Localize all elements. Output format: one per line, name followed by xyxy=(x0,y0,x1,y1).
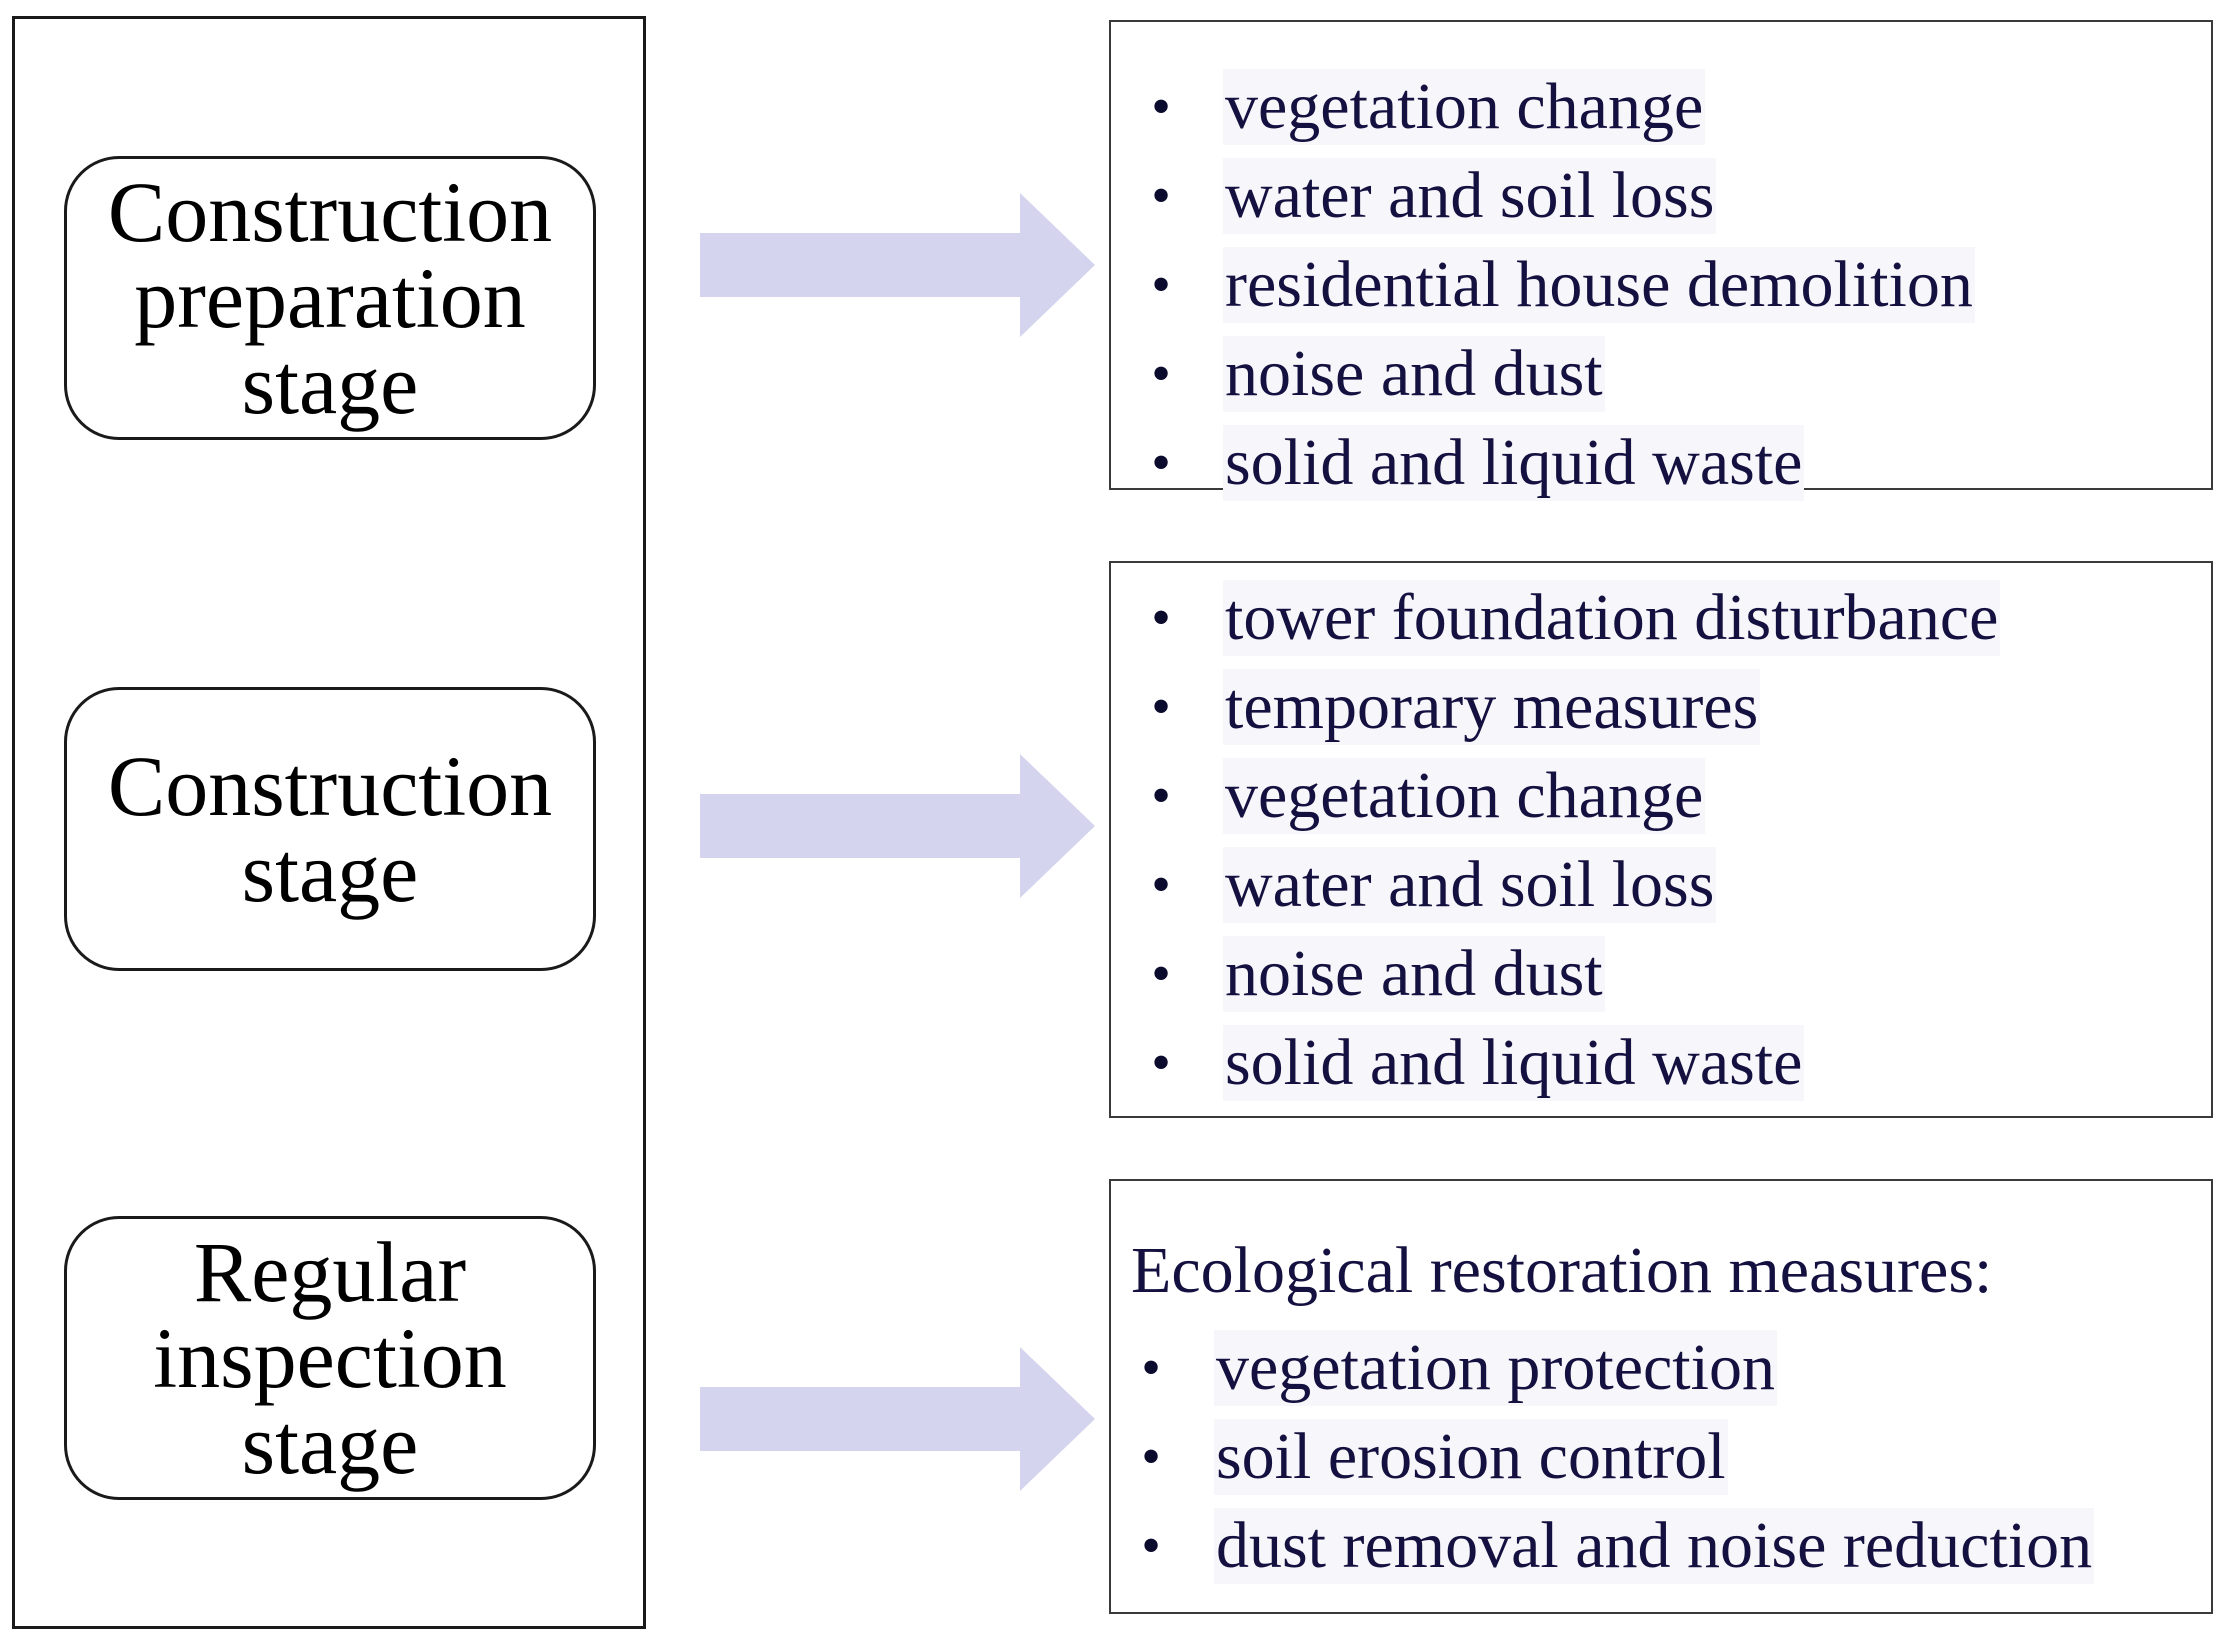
list-item: •vegetation protection xyxy=(1111,1323,2211,1412)
stage-box-construction-preparation: Construction preparation stage xyxy=(64,156,596,440)
impact-list: •vegetation protection •soil erosion con… xyxy=(1111,1181,2211,1590)
list-item: •water and soil loss xyxy=(1111,840,2211,929)
bullet-icon: • xyxy=(1151,75,1171,138)
bullet-icon: • xyxy=(1151,342,1171,405)
list-item: •tower foundation disturbance xyxy=(1111,573,2211,662)
bullet-icon: • xyxy=(1151,253,1171,316)
stages-panel xyxy=(12,16,646,1629)
list-item: •dust removal and noise reduction xyxy=(1111,1501,2211,1590)
bullet-icon: • xyxy=(1151,431,1171,494)
bullet-icon: • xyxy=(1151,164,1171,227)
list-item: •noise and dust xyxy=(1111,329,2211,418)
arrow-regular-inspection xyxy=(700,1347,1095,1491)
stage-box-construction: Construction stage xyxy=(64,687,596,971)
arrow-construction xyxy=(700,754,1095,898)
list-item: •water and soil loss xyxy=(1111,151,2211,240)
bullet-icon: • xyxy=(1151,675,1171,738)
list-item: •soil erosion control xyxy=(1111,1412,2211,1501)
bullet-icon: • xyxy=(1141,1425,1161,1488)
bullet-icon: • xyxy=(1141,1514,1161,1577)
impact-list: •tower foundation disturbance •temporary… xyxy=(1111,563,2211,1107)
arrow-construction-preparation xyxy=(700,193,1095,337)
right-arrow-icon xyxy=(700,193,1095,337)
right-arrow-icon xyxy=(700,754,1095,898)
stage-box-regular-inspection: Regular inspection stage xyxy=(64,1216,596,1500)
restoration-heading: Ecological restoration measures: xyxy=(1131,1234,1993,1307)
bullet-icon: • xyxy=(1151,586,1171,649)
list-item: •vegetation change xyxy=(1111,751,2211,840)
list-item: •residential house demolition xyxy=(1111,240,2211,329)
right-arrow-icon xyxy=(700,1347,1095,1491)
list-item: •solid and liquid waste xyxy=(1111,1018,2211,1107)
stage-label: Regular inspection stage xyxy=(153,1224,507,1492)
bullet-icon: • xyxy=(1151,764,1171,827)
bullet-icon: • xyxy=(1141,1336,1161,1399)
list-item: •noise and dust xyxy=(1111,929,2211,1018)
stage-label: Construction preparation stage xyxy=(107,164,553,432)
list-item: •vegetation change xyxy=(1111,62,2211,151)
stage-label: Construction stage xyxy=(107,738,553,920)
impact-box-construction: •tower foundation disturbance •temporary… xyxy=(1109,561,2213,1118)
impact-box-construction-preparation: •vegetation change •water and soil loss … xyxy=(1109,20,2213,501)
list-item: •temporary measures xyxy=(1111,662,2211,751)
bullet-icon: • xyxy=(1151,942,1171,1005)
impact-box-regular-inspection: Ecological restoration measures: •vegeta… xyxy=(1109,1179,2213,1614)
list-item: •solid and liquid waste xyxy=(1111,418,2211,507)
impact-list: •vegetation change •water and soil loss … xyxy=(1111,22,2211,507)
bullet-icon: • xyxy=(1151,1031,1171,1094)
bullet-icon: • xyxy=(1151,853,1171,916)
